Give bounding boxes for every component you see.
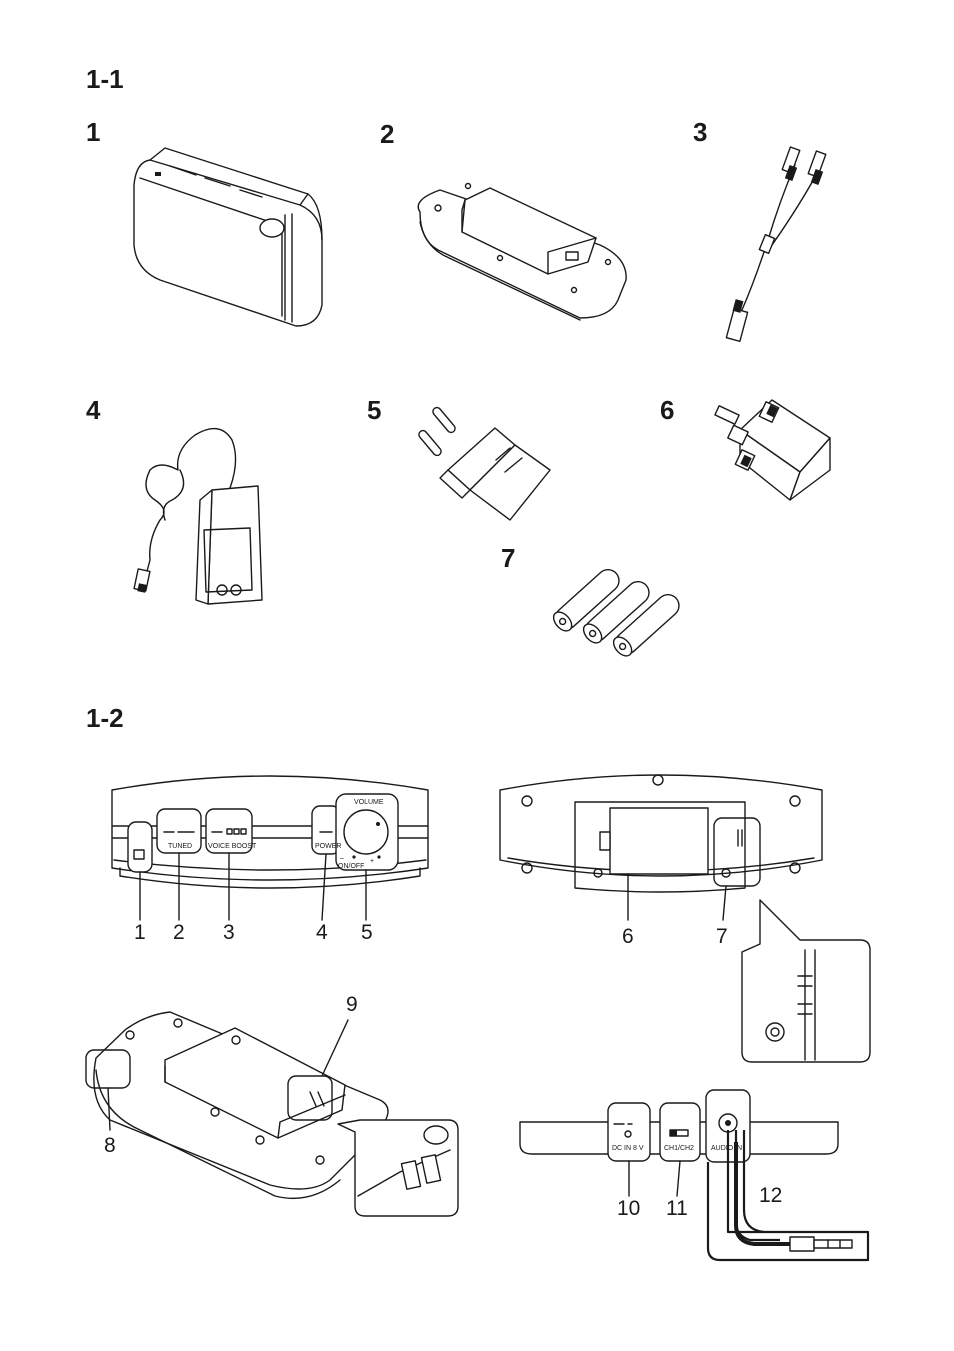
section-heading-1-1: 1-1: [86, 64, 124, 94]
on-off-label: ON/OFF: [338, 863, 364, 870]
callout-3: 3: [223, 921, 235, 944]
callout-10: 10: [617, 1197, 641, 1220]
rear-panel-illustration: DC IN 8 V CH1/CH2 AUDIO IN: [519, 1089, 870, 1262]
svg-text:+: +: [370, 858, 374, 865]
bottom-view-illustration: [499, 774, 871, 1063]
callout-4: 4: [316, 921, 328, 944]
callout-5: 5: [361, 921, 373, 944]
uk-plug-illustration: [714, 399, 831, 501]
rca-cable-illustration: [725, 146, 827, 343]
power-adapter-illustration: [133, 427, 263, 605]
item-number-6: 6: [660, 395, 675, 425]
item-number-5: 5: [367, 395, 382, 425]
transmitter-angle-illustration: [85, 1011, 459, 1217]
callout-9: 9: [346, 993, 358, 1016]
callout-8: 8: [104, 1134, 116, 1157]
callout-7: 7: [716, 925, 728, 948]
dc-in-label: DC IN 8 V: [612, 1145, 644, 1152]
svg-text:–: –: [340, 855, 344, 862]
channel-switch-label: CH1/CH2: [664, 1145, 694, 1152]
callout-2: 2: [173, 921, 185, 944]
item-number-1: 1: [86, 117, 101, 147]
callout-1: 1: [134, 921, 146, 944]
voice-boost-label: VOICE BOOST: [208, 843, 257, 850]
callout-11: 11: [666, 1197, 688, 1220]
speaker-illustration: [133, 147, 323, 327]
item-number-3: 3: [693, 117, 708, 147]
eu-plug-illustration: [418, 406, 551, 521]
callout-12: 12: [759, 1184, 783, 1207]
item-number-7: 7: [501, 543, 516, 573]
item-number-4: 4: [86, 395, 101, 425]
tuned-label: TUNED: [168, 843, 192, 850]
front-panel-illustration: + – VOLUME TUNED VOICE BOOST POWER ON/OF…: [111, 775, 429, 921]
power-label: POWER: [315, 843, 341, 850]
section-heading-1-2: 1-2: [86, 703, 124, 733]
batteries-illustration: [552, 568, 680, 657]
callout-6: 6: [622, 925, 634, 948]
transmitter-illustration: [417, 182, 627, 321]
item-number-2: 2: [380, 119, 395, 149]
audio-in-label: AUDIO IN: [711, 1145, 742, 1152]
volume-label: VOLUME: [354, 799, 384, 806]
